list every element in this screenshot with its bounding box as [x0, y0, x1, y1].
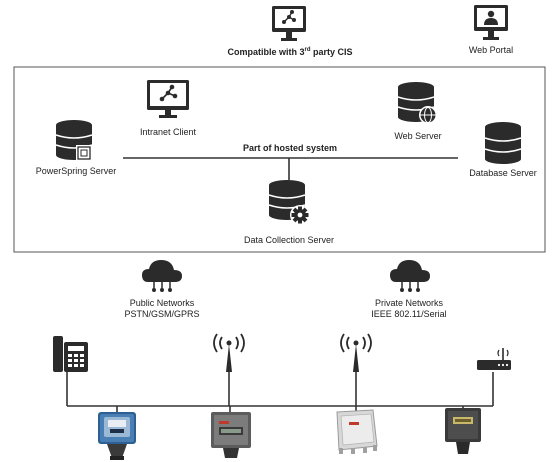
- database-server-icon: [484, 122, 522, 164]
- intranet-client-label: Intranet Client: [139, 127, 197, 137]
- meter-device-icon: [336, 409, 378, 454]
- web-server-database-icon: [397, 82, 437, 124]
- public-network-cloud-icon: [142, 260, 182, 292]
- meter-device-icon: [98, 412, 136, 460]
- private-networks-label: Private Networks: [374, 298, 444, 308]
- private-networks-protocols: IEEE 802.11/Serial: [371, 309, 447, 319]
- part-of-hosted-system-label: Part of hosted system: [242, 143, 338, 153]
- meter-device-icon: [211, 412, 251, 458]
- private-network-cloud-icon: [390, 260, 430, 292]
- telephone-icon: [53, 336, 88, 372]
- hosted-system-box: [13, 66, 546, 253]
- web-server-label: Web Server: [394, 131, 442, 141]
- antenna-icon: [213, 333, 245, 372]
- data-collection-server-label: Data Collection Server: [243, 235, 335, 245]
- public-networks-label: Public Networks: [129, 298, 195, 308]
- public-networks-protocols: PSTN/GSM/GPRS: [124, 309, 200, 319]
- monitor-network-icon: [272, 6, 306, 41]
- router-icon: [477, 348, 511, 370]
- powerspring-server-database-icon: [55, 120, 93, 161]
- cis-label-text: Compatible with 3rd party CIS: [227, 47, 353, 57]
- database-server-label: Database Server: [469, 168, 537, 178]
- intranet-client-monitor-icon: [147, 80, 189, 118]
- data-collection-server-database-icon: [268, 180, 310, 225]
- meter-device-icon: [445, 408, 481, 454]
- monitor-user-icon: [474, 5, 508, 40]
- cis-label: Compatible with 3rd party CIS: [227, 45, 352, 58]
- powerspring-server-label: PowerSpring Server: [35, 166, 117, 176]
- web-portal-label: Web Portal: [468, 45, 514, 55]
- antenna-icon: [340, 333, 372, 372]
